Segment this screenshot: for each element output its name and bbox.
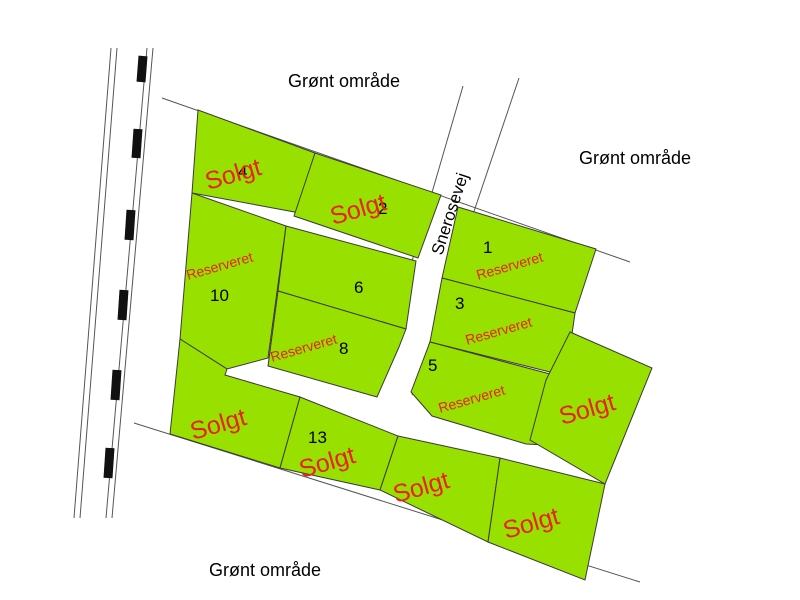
plot-10[interactable] [179, 192, 287, 370]
plots-layer [169, 109, 653, 581]
plot-8[interactable] [267, 290, 407, 398]
plot-number-3: 3 [455, 294, 464, 313]
plot-number-8: 8 [339, 339, 348, 358]
plot-number-5: 5 [428, 356, 437, 375]
plot-e[interactable] [529, 331, 653, 485]
plot-number-2: 2 [378, 199, 387, 218]
plot-number-1: 1 [483, 238, 492, 257]
green-area-bottom-label: Grønt område [209, 560, 321, 580]
plot-se[interactable] [487, 457, 606, 581]
plot-number-labels: 4 2 1 10 6 3 8 5 13 [210, 162, 492, 447]
green-area-right-label: Grønt område [579, 148, 691, 168]
green-area-top-label: Grønt område [288, 71, 400, 91]
plot-number-13: 13 [308, 428, 327, 447]
plot-number-6: 6 [354, 278, 363, 297]
plot-number-4: 4 [238, 162, 247, 181]
plot-2[interactable] [293, 152, 442, 259]
plot-number-10: 10 [210, 286, 229, 305]
railway [73, 47, 154, 519]
railway-dashes [103, 55, 148, 479]
